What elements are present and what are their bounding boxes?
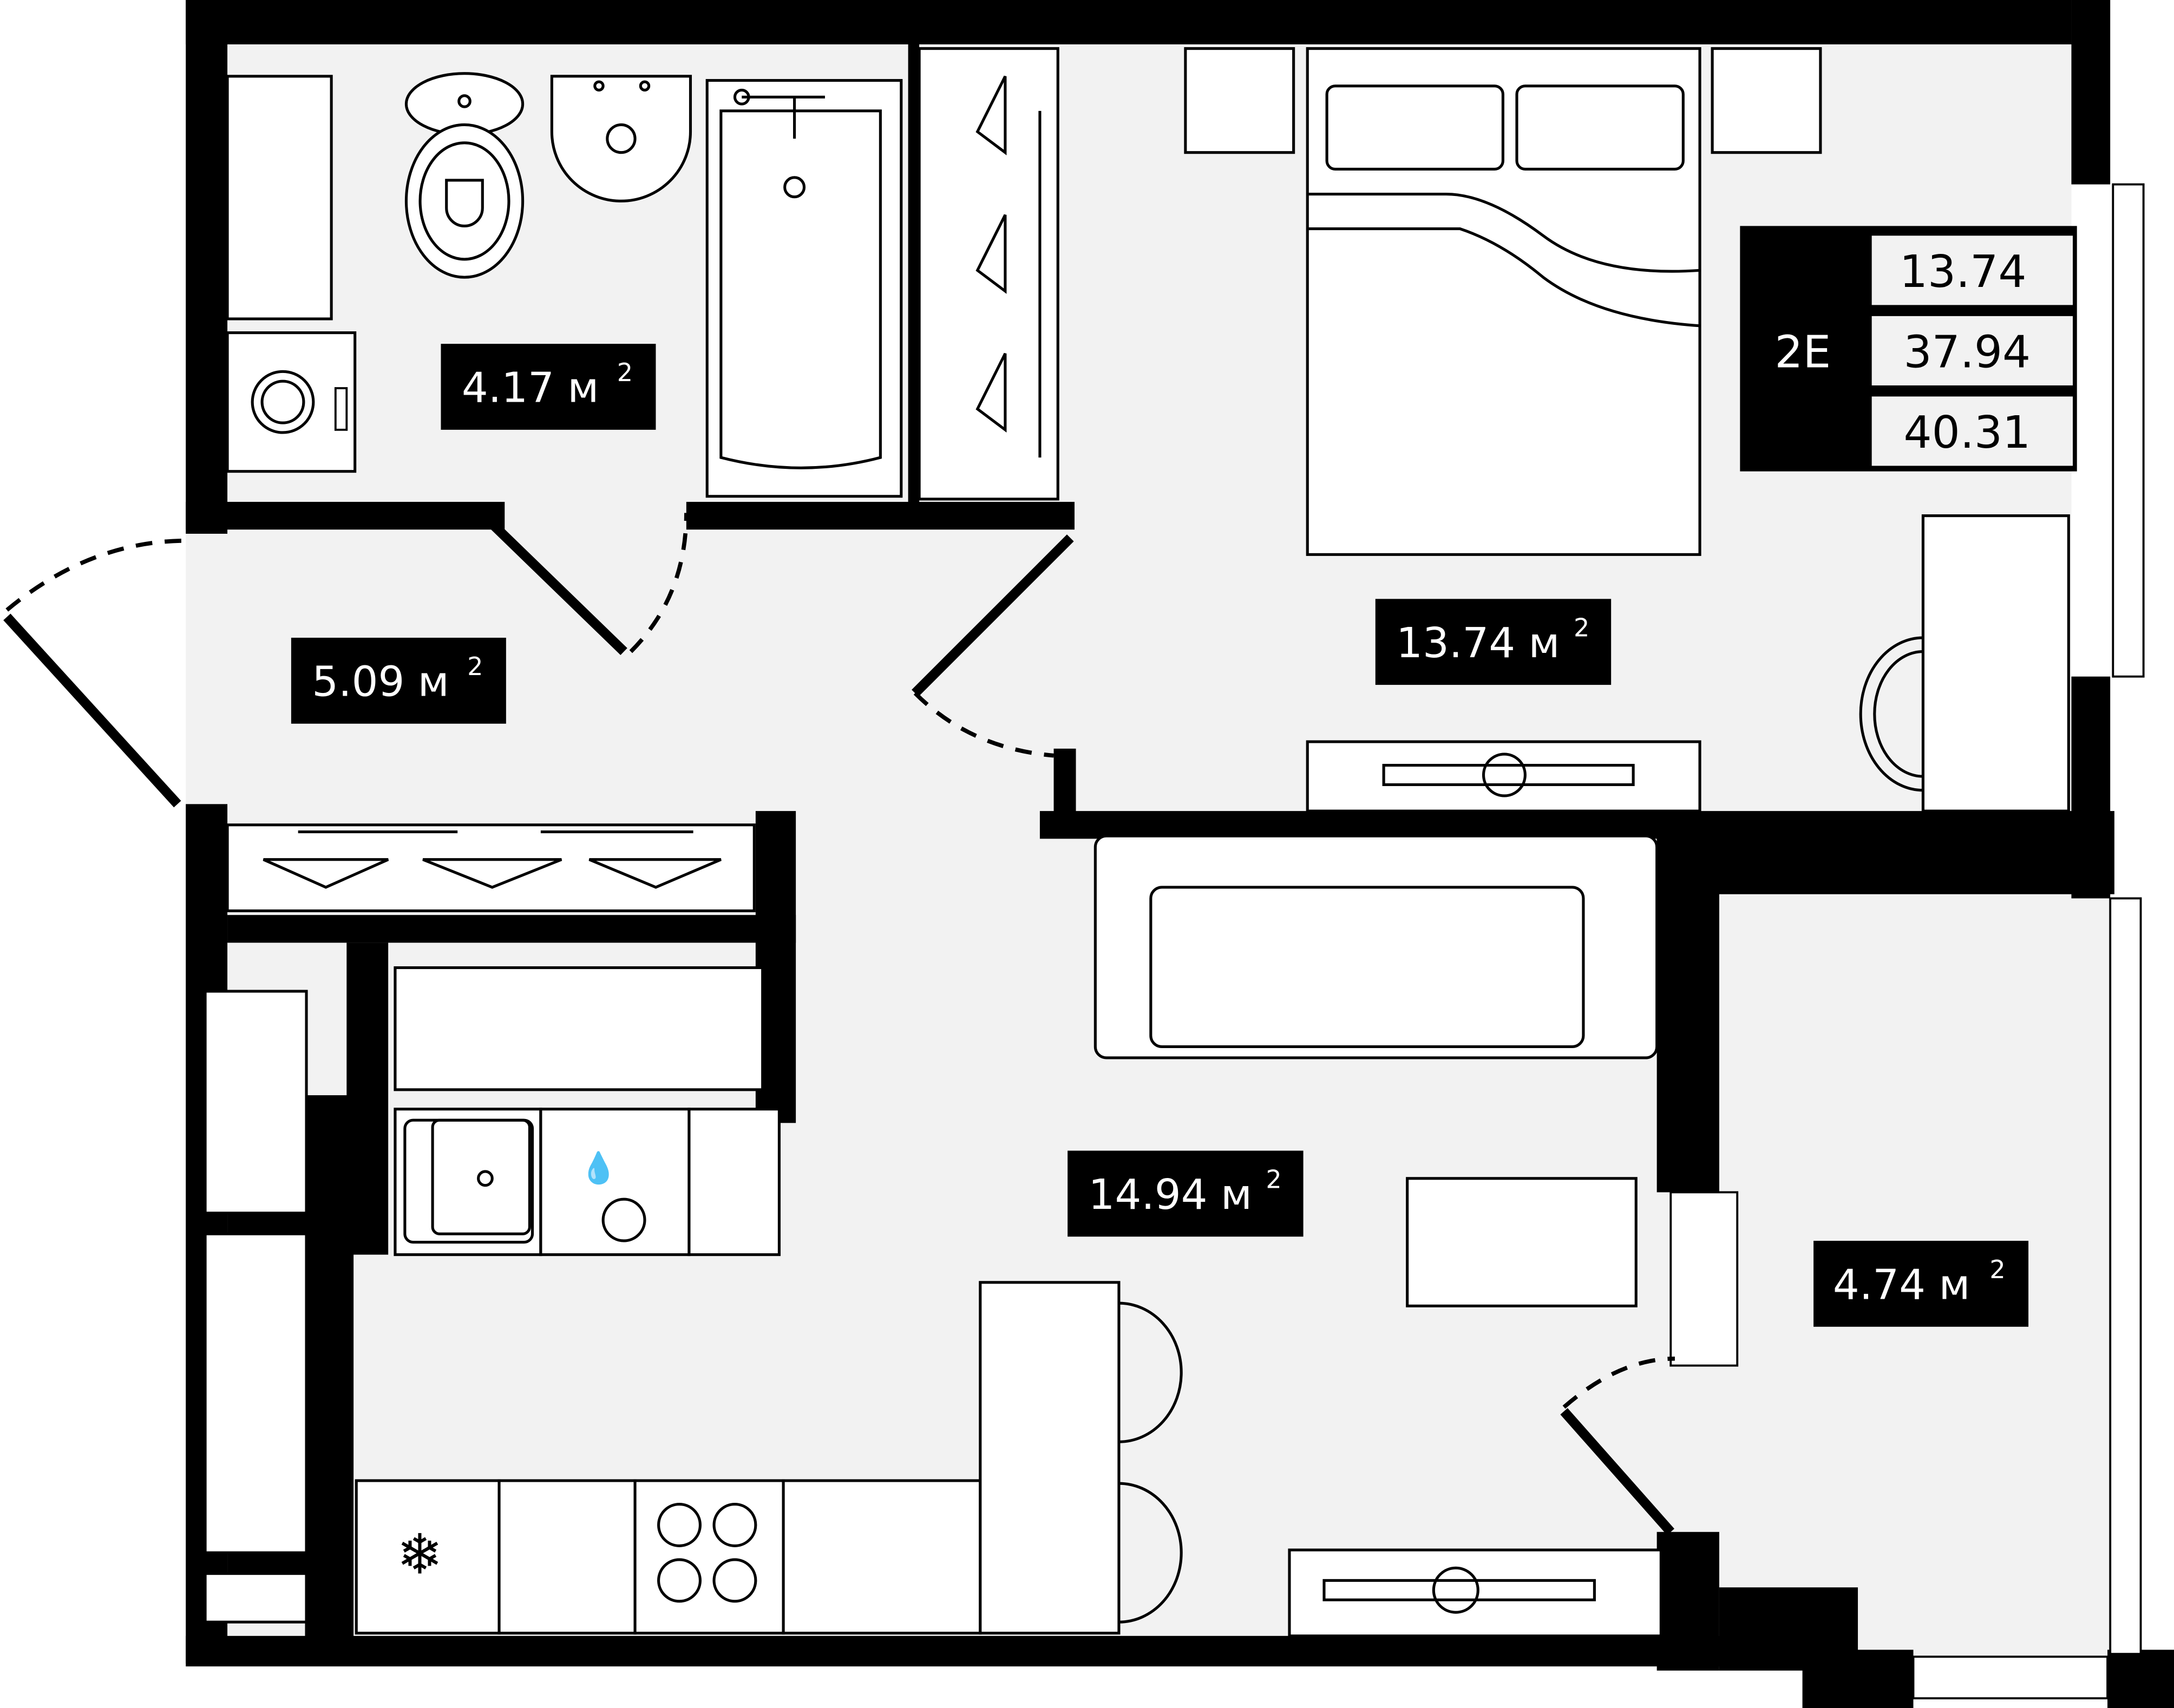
room-label-balcony: 4.74 м 2: [1813, 1240, 2029, 1327]
bathroom-fixtures: [226, 72, 903, 498]
windows: [1912, 183, 2145, 1699]
walls: [186, 0, 2174, 1708]
svg-text:2: 2: [1989, 1255, 2005, 1284]
toilet-icon: [404, 72, 525, 279]
kitchen-furniture: 💧 ❄: [204, 966, 1183, 1635]
total-area-value: 37.94: [1904, 327, 2031, 378]
wardrobe-vertical: [918, 47, 1059, 501]
fridge-column: [204, 990, 308, 1215]
upper-cabinet: [394, 966, 764, 1091]
bathtub-icon: [705, 78, 903, 498]
bed-icon: [1306, 47, 1701, 556]
tall-cabinet: [204, 1232, 308, 1554]
dresser-icon: [1306, 740, 1701, 813]
washing-machine-icon: [226, 331, 357, 473]
bedroom-furniture: [1184, 47, 2070, 813]
stove-icon: [633, 1479, 785, 1635]
dishwasher-icon: 💧: [539, 1108, 691, 1257]
coffee-table: [1406, 1177, 1638, 1307]
svg-text:4.74 м: 4.74 м: [1833, 1261, 1970, 1310]
svg-text:13.74 м: 13.74 м: [1396, 619, 1560, 668]
room-label-bedroom: 13.74 м 2: [1375, 599, 1612, 685]
bathroom-cabinet: [226, 75, 333, 320]
svg-text:2: 2: [1574, 613, 1589, 642]
hallway-wardrobe: [226, 823, 756, 913]
room-label-kitchen-living: 14.94 м 2: [1068, 1150, 1304, 1237]
svg-text:14.94 м: 14.94 м: [1089, 1171, 1252, 1219]
bar-counter: [979, 1281, 1121, 1635]
unit-code: 2E: [1774, 327, 1831, 378]
living-area-value: 13.74: [1900, 246, 2027, 298]
svg-text:2: 2: [617, 358, 633, 387]
room-label-bathroom: 4.17 м 2: [441, 344, 656, 430]
svg-text:2: 2: [467, 652, 483, 681]
total-area-with-balcony-value: 40.31: [1904, 407, 2031, 459]
kitchen-sink-icon: [394, 1108, 542, 1257]
room-label-hallway: 5.09 м 2: [291, 638, 506, 724]
tv-stand-icon: [1288, 1548, 1662, 1638]
fridge-icon: ❄: [355, 1479, 501, 1635]
doors: [3, 513, 1675, 1535]
unit-info-table: 2E 13.74 37.94 40.31: [1740, 226, 2077, 472]
svg-text:4.17 м: 4.17 м: [462, 364, 599, 413]
svg-text:💧: 💧: [580, 1150, 618, 1186]
desk-icon: [1859, 514, 2070, 813]
nightstand-left: [1184, 47, 1295, 154]
nightstand-right: [1711, 47, 1822, 154]
svg-text:5.09 м: 5.09 м: [312, 658, 449, 706]
sofa-icon: [1093, 834, 1659, 1059]
living-furniture: [1093, 834, 1739, 1638]
sink-icon: [550, 75, 692, 202]
svg-text:2: 2: [1266, 1165, 1281, 1194]
svg-text:❄: ❄: [397, 1523, 443, 1587]
